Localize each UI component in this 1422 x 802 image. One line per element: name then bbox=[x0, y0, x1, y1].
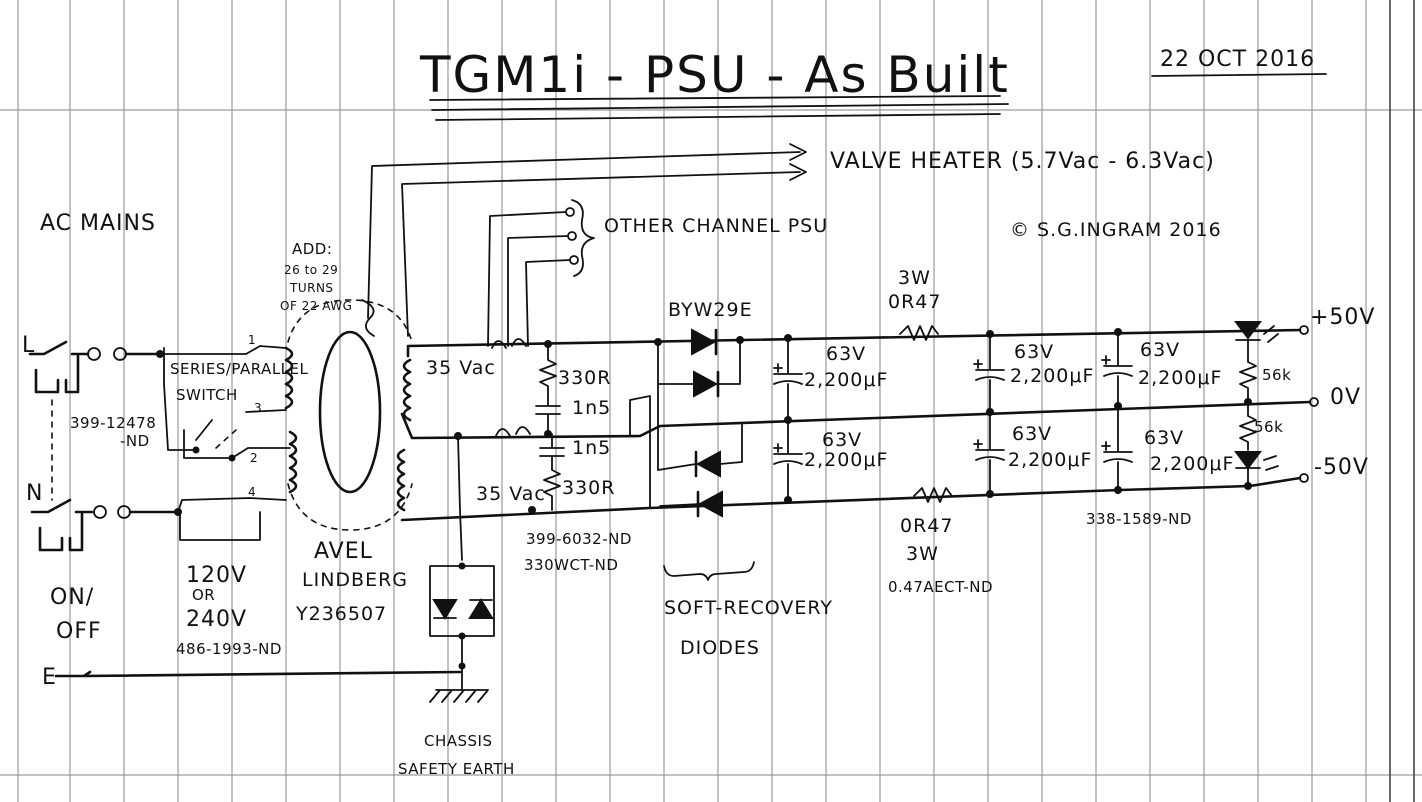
cap3-value: 2,200μF bbox=[1010, 365, 1094, 387]
output-zero: 0V bbox=[1330, 385, 1361, 410]
snubber-part-c: 330WCT-ND bbox=[524, 556, 618, 574]
earth-terminal-label: E bbox=[42, 665, 57, 690]
neutral-label: N bbox=[26, 481, 43, 506]
mains-heading: AC MAINS bbox=[40, 211, 156, 236]
snubber-r-top: 330R bbox=[558, 367, 611, 389]
cap6-voltage: 63V bbox=[1144, 427, 1184, 449]
diode-type-label: BYW29E bbox=[668, 299, 753, 321]
selector-pin-4: 4 bbox=[248, 485, 256, 499]
snubber-c-top: 1n5 bbox=[572, 397, 611, 419]
series-resistors: 3W 0R47 0R47 3W 0.47AECT-ND bbox=[888, 267, 993, 596]
diagram-date: 22 OCT 2016 bbox=[1160, 47, 1315, 72]
cap6-value: 2,200μF bbox=[1150, 453, 1234, 475]
capacitor-part: 338-1589-ND bbox=[1086, 510, 1192, 528]
reservoir-capacitors: 63V 2,200μF 63V 2,200μF bbox=[773, 337, 888, 501]
winding-note-line2: 26 to 29 bbox=[284, 263, 338, 277]
winding-note-line4: OF 22 AWG bbox=[280, 299, 352, 313]
mains-switch-label-off: OFF bbox=[56, 619, 102, 644]
cap4-value: 2,200μF bbox=[1008, 449, 1092, 471]
mains-switch-part-line2: -ND bbox=[120, 432, 150, 450]
winding-note-line3: TURNS bbox=[289, 281, 334, 295]
selector-voltage-line2: OR bbox=[192, 586, 215, 604]
output-positive: +50V bbox=[1310, 305, 1375, 330]
secondary-top-label: 35 Vac bbox=[426, 357, 496, 379]
rectifier-note-line1: SOFT-RECOVERY bbox=[664, 597, 833, 619]
bleeder-network: 56k 56k bbox=[1234, 321, 1291, 487]
selector-voltage-line1: 120V bbox=[186, 563, 247, 588]
outputs: +50V 0V -50V bbox=[1299, 305, 1375, 483]
secondary-bottom-label: 35 Vac bbox=[476, 483, 546, 505]
earth-label-line2: SAFETY EARTH bbox=[398, 760, 515, 778]
mains-switch-label-on: ON/ bbox=[50, 585, 94, 610]
winding-note-line1: ADD: bbox=[292, 240, 332, 258]
cap4-voltage: 63V bbox=[1012, 423, 1052, 445]
bridge-rectifier: BYW29E SOFT-RECOVERY DIODES bbox=[629, 299, 833, 659]
cap5-voltage: 63V bbox=[1140, 339, 1180, 361]
selector-label-line1: SERIES/PARALLEL bbox=[170, 360, 309, 378]
copyright-note: © S.G.INGRAM 2016 bbox=[1010, 219, 1222, 241]
rtop-value: 0R47 bbox=[888, 291, 941, 313]
snubber-part-r: 399-6032-ND bbox=[526, 530, 632, 548]
cap2-value: 2,200μF bbox=[804, 449, 888, 471]
power-rails bbox=[400, 326, 1312, 522]
mains-switch-part-line1: 399-12478 bbox=[70, 414, 156, 432]
earth-label-line1: CHASSIS bbox=[424, 732, 493, 750]
bleeder-bottom-value: 56k bbox=[1254, 418, 1283, 436]
snubber-r-bottom: 330R bbox=[562, 477, 615, 499]
other-channel-label: OTHER CHANNEL PSU bbox=[604, 215, 828, 237]
selector-pin-1: 1 bbox=[248, 333, 256, 347]
rc-snubber: 330R 1n5 1n5 330R 399-6032-ND 330WCT-ND bbox=[524, 343, 632, 574]
output-negative: -50V bbox=[1314, 455, 1369, 480]
transformer-maker-line2: LINDBERG bbox=[302, 569, 408, 591]
mains-input: AC MAINS L N E 399-12478 -ND ON/ OFF bbox=[22, 211, 462, 690]
cap1-value: 2,200μF bbox=[804, 369, 888, 391]
selector-voltage-line3: 240V bbox=[186, 607, 247, 632]
rbottom-value: 0R47 bbox=[900, 515, 953, 537]
selector-part: 486-1993-ND bbox=[176, 640, 282, 658]
selector-pin-3: 3 bbox=[254, 401, 262, 415]
heater-leads: VALVE HEATER (5.7Vac - 6.3Vac) bbox=[367, 143, 1215, 337]
cap2-voltage: 63V bbox=[822, 429, 862, 451]
cap3-voltage: 63V bbox=[1014, 341, 1054, 363]
rtop-power: 3W bbox=[898, 267, 931, 289]
selector-switch: SERIES/PARALLEL SWITCH 1 2 3 4 120V OR 2… bbox=[156, 333, 309, 658]
filter-capacitors: 63V 2,200μF 63V 2,200μF 63V 2,200μF 63V … bbox=[973, 331, 1234, 528]
transformer-part: Y236507 bbox=[295, 603, 387, 625]
selector-pin-2: 2 bbox=[250, 451, 258, 465]
bleeder-top-value: 56k bbox=[1262, 366, 1291, 384]
rectifier-note-line2: DIODES bbox=[680, 637, 760, 659]
cap5-value: 2,200μF bbox=[1138, 367, 1222, 389]
cap1-voltage: 63V bbox=[826, 343, 866, 365]
title-block: TGM1i - PSU - As Built 22 OCT 2016 © S.G… bbox=[419, 46, 1327, 241]
transformer-maker-line1: AVEL bbox=[314, 539, 373, 564]
toroidal-transformer: ADD: 26 to 29 TURNS OF 22 AWG AVEL LINDB… bbox=[280, 240, 546, 625]
safety-earth: CHASSIS SAFETY EARTH bbox=[398, 435, 515, 778]
diagram-title: TGM1i - PSU - As Built bbox=[419, 46, 1010, 104]
heater-label: VALVE HEATER (5.7Vac - 6.3Vac) bbox=[830, 149, 1215, 174]
selector-label-line2: SWITCH bbox=[176, 386, 238, 404]
other-channel-feed: OTHER CHANNEL PSU bbox=[487, 199, 828, 347]
resistor-part: 0.47AECT-ND bbox=[888, 578, 993, 596]
live-label: L bbox=[22, 333, 35, 358]
rbottom-power: 3W bbox=[906, 543, 939, 565]
snubber-c-bottom: 1n5 bbox=[572, 437, 611, 459]
